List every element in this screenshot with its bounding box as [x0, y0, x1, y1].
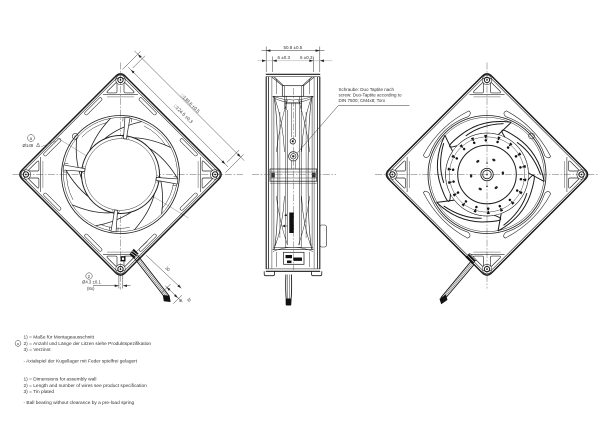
svg-text:a: a	[17, 342, 20, 346]
svg-text:DIN 7500; CM4x8; Torx: DIN 7500; CM4x8; Torx	[339, 98, 386, 103]
svg-text:1) = Maße für Montageausschn: 1) = Maße für Montageausschnitt	[24, 335, 95, 341]
svg-text:Ø4.3 ±0.1: Ø4.3 ±0.1	[82, 280, 101, 285]
svg-text:2) = Anzahl und Länge der Li: 2) = Anzahl und Länge der Litzen siehe P…	[24, 341, 152, 347]
svg-text:2) = Length and number of wi: 2) = Length and number of wires see prod…	[24, 383, 148, 389]
svg-text:1) = Dimensions for assembly: 1) = Dimensions for assembly wall	[24, 377, 97, 383]
svg-text:50.8 ±0.5: 50.8 ±0.5	[284, 45, 303, 50]
svg-text:6 ±0.3: 6 ±0.3	[278, 55, 291, 60]
svg-text:30: 30	[164, 265, 171, 272]
svg-text:- Axialspiel der Kugellager mi: - Axialspiel der Kugellager mit Feder sp…	[24, 359, 138, 365]
svg-text:8: 8	[178, 298, 184, 304]
svg-text:3) = Tin plated: 3) = Tin plated	[24, 389, 55, 395]
svg-text:2: 2	[88, 274, 91, 279]
svg-text:Ø149: Ø149	[23, 143, 34, 148]
svg-text:6 ±0.3: 6 ±0.3	[300, 55, 313, 60]
svg-text:- Ball bearing without clearan: - Ball bearing without clearance by a pr…	[24, 400, 135, 406]
svg-text:Schraube: Duo Taptite nach: Schraube: Duo Taptite nach	[339, 87, 395, 92]
svg-text:3): 3)	[186, 297, 193, 304]
svg-text:(8x): (8x)	[87, 286, 95, 291]
svg-text:screw: Duo-Taptite according t: screw: Duo-Taptite according to	[339, 92, 403, 97]
svg-text:3) = Verzinnt: 3) = Verzinnt	[24, 347, 52, 353]
svg-text:a: a	[30, 136, 33, 141]
